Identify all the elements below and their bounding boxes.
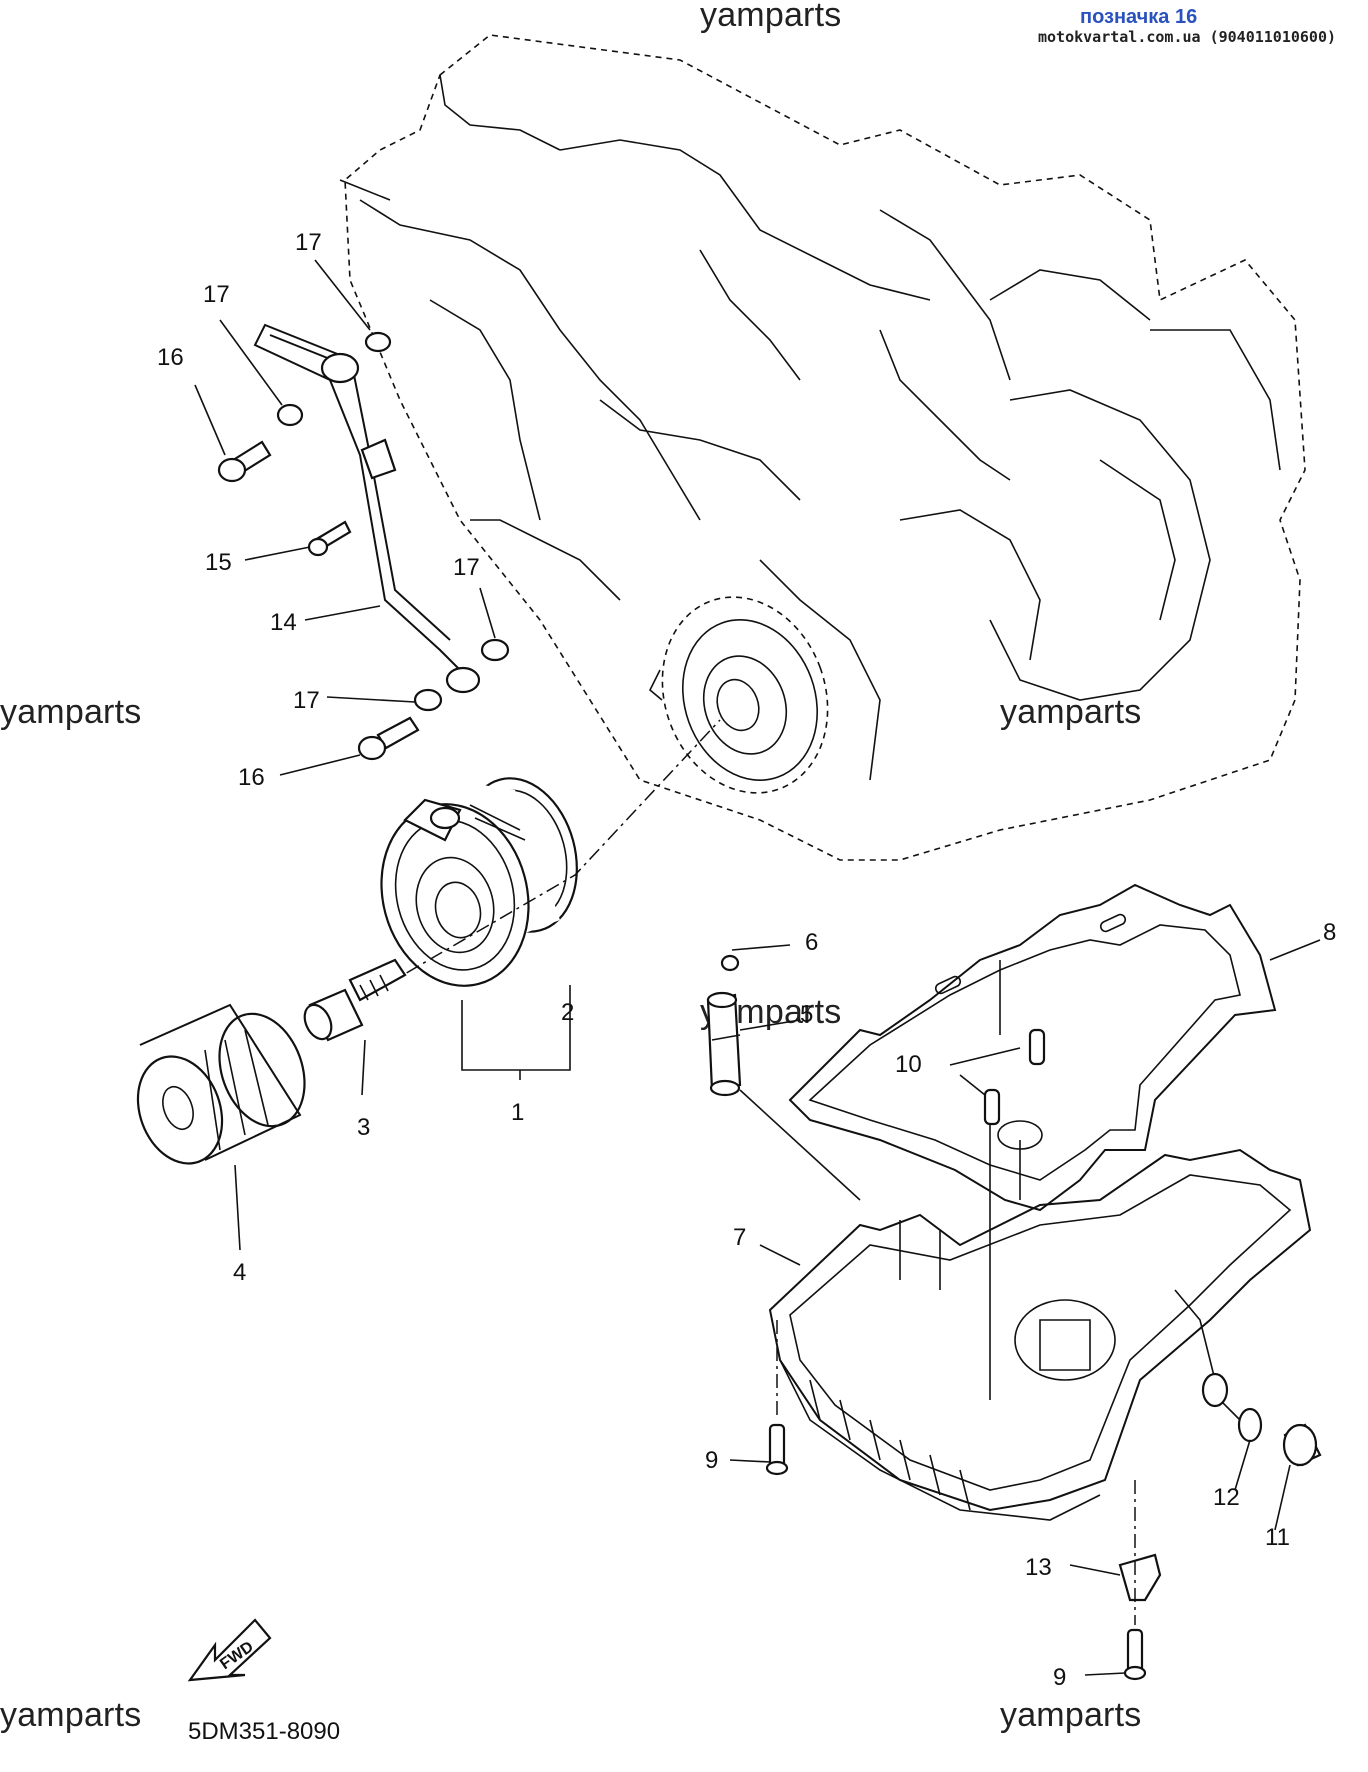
callout-2: 2 xyxy=(561,999,574,1026)
pan-bolt xyxy=(1123,1628,1147,1681)
union-bolt-upper xyxy=(217,440,272,483)
callout-9: 9 xyxy=(705,1447,718,1474)
forward-arrow-icon: FWD xyxy=(187,1618,272,1682)
callout-17: 17 xyxy=(295,229,322,256)
diagram-code: 5DM351-8090 xyxy=(188,1718,341,1745)
callout-17: 17 xyxy=(293,687,320,714)
oil-filter xyxy=(136,1003,306,1170)
pipe-bolt xyxy=(307,520,352,557)
copper-washer xyxy=(413,688,443,712)
oil-strainer xyxy=(706,991,742,1097)
callout-5: 5 xyxy=(800,1001,813,1028)
callout-11: 11 xyxy=(1265,1524,1290,1551)
callout-13: 13 xyxy=(1025,1554,1052,1581)
union-bolt xyxy=(303,958,407,1042)
watermark: yamparts xyxy=(700,0,842,34)
callout-16: 16 xyxy=(157,344,184,371)
header-title: позначка 16 xyxy=(1080,6,1198,28)
union-bolt-lower xyxy=(357,716,420,761)
oil-cooler xyxy=(380,777,578,987)
copper-washer xyxy=(364,331,392,353)
callout-12: 12 xyxy=(1213,1484,1240,1511)
callout-16: 16 xyxy=(238,764,265,791)
callout-3: 3 xyxy=(357,1114,370,1141)
oil-pipe xyxy=(253,323,481,694)
dowel-pin xyxy=(1028,1028,1046,1066)
callout-9: 9 xyxy=(1053,1664,1066,1691)
callout-14: 14 xyxy=(270,609,297,636)
watermark: yamparts xyxy=(1000,1696,1142,1734)
copper-washer xyxy=(480,638,510,662)
callout-15: 15 xyxy=(205,549,232,576)
callout-17: 17 xyxy=(453,554,480,581)
oil-pan-gasket xyxy=(788,883,1277,1212)
copper-washer xyxy=(276,403,304,427)
callout-4: 4 xyxy=(233,1259,246,1286)
header-site[interactable]: motokvartal.com.ua (904011010600) xyxy=(1038,28,1337,46)
callout-7: 7 xyxy=(733,1224,746,1251)
callout-8: 8 xyxy=(1323,919,1336,946)
pan-bolt xyxy=(765,1423,789,1476)
callout-10: 10 xyxy=(895,1051,922,1078)
drain-bolt xyxy=(1282,1423,1322,1467)
o-ring xyxy=(720,954,740,972)
oil-pan xyxy=(768,1120,1312,1521)
callout-6: 6 xyxy=(805,929,818,956)
callout-17: 17 xyxy=(203,281,230,308)
dowel-pin xyxy=(983,1088,1001,1126)
watermark: yamparts xyxy=(1000,693,1142,731)
drain-washer xyxy=(1237,1407,1263,1443)
watermark: yamparts xyxy=(0,693,142,731)
watermark: yamparts xyxy=(0,1696,142,1734)
callout-1: 1 xyxy=(511,1099,524,1126)
engine-block xyxy=(339,34,1306,861)
bracket xyxy=(1118,1553,1162,1602)
